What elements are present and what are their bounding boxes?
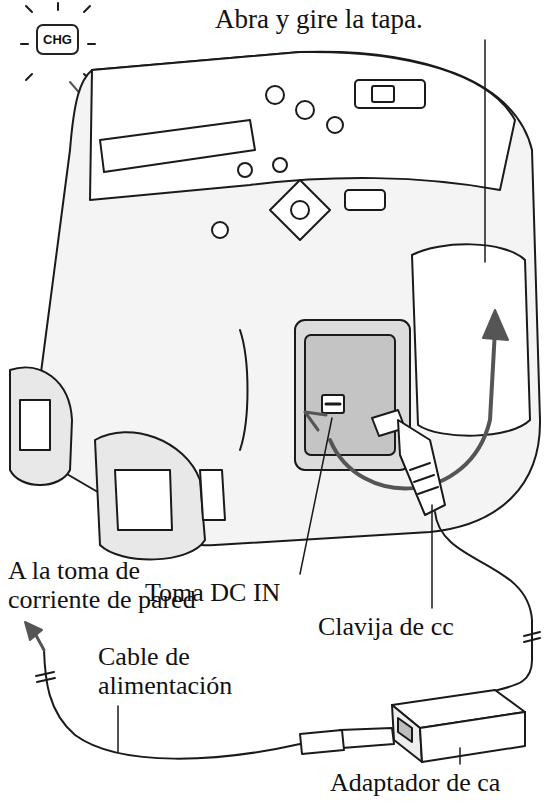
part-label: Cable de alimentación [98, 642, 263, 700]
indicator-text: CHG [38, 26, 77, 53]
indicator-lamp: CHG [36, 24, 79, 55]
panel [100, 120, 255, 172]
part-label: A la toma de corriente de pared [8, 556, 236, 614]
part-label: Clavija de cc [318, 612, 454, 641]
top-face [90, 52, 515, 200]
dc-cable [435, 512, 532, 698]
battery-compartment [295, 320, 410, 470]
arrow-head [25, 622, 42, 640]
break-mark [36, 672, 55, 682]
eyepieces [10, 367, 225, 559]
blink-rays [21, 3, 95, 80]
arrow-head [305, 412, 326, 430]
ac-adapter [392, 690, 525, 762]
dc-plug [372, 410, 445, 515]
instruction-label: Abra y gire la tapa. [215, 4, 423, 34]
side-seam [240, 330, 248, 450]
break-mark [524, 632, 540, 642]
part-label: Adaptador de ca [330, 768, 500, 797]
cover-lid [412, 244, 530, 435]
arrow-head [483, 310, 508, 340]
power-plug [300, 728, 394, 754]
buttons [212, 80, 425, 240]
